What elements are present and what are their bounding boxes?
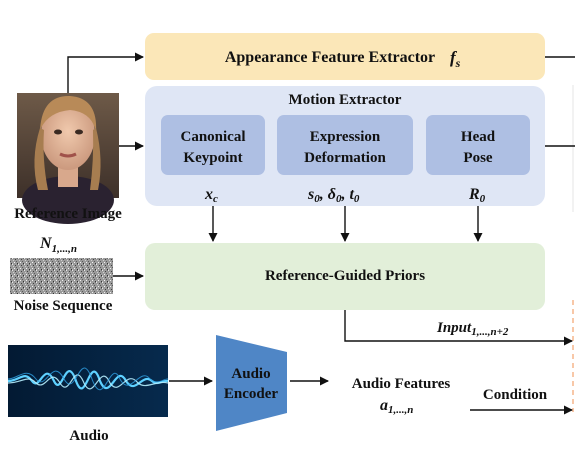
- audio-encoder-line1: Audio: [231, 366, 270, 382]
- input-label: Input1,...,n+2: [436, 320, 509, 338]
- noise-sequence-label: Noise Sequence: [14, 298, 113, 314]
- expression-deformation-line1: Expression: [310, 129, 381, 145]
- appearance-symbol: fs: [450, 48, 461, 70]
- reference-guided-priors-box: [145, 243, 545, 310]
- expression-deformation-box: [277, 115, 413, 175]
- condition-label: Condition: [483, 387, 548, 403]
- r0-symbol: R0: [468, 186, 486, 205]
- audio-label: Audio: [69, 428, 108, 444]
- audio-encoder-shape: [216, 335, 287, 431]
- s-delta-t-symbols: s0, δ0, t0: [307, 186, 360, 205]
- reference-face-image: [17, 93, 119, 224]
- appearance-extractor-box: [145, 33, 545, 80]
- audio-features-symbol: a1,...,n: [380, 397, 413, 416]
- noise-symbol: N1,...,n: [39, 235, 77, 255]
- arrow-face-to-appearance: [67, 52, 144, 93]
- head-pose-line1: Head: [461, 129, 496, 145]
- audio-features-label: Audio Features: [352, 376, 451, 392]
- arrow-priors-to-input: [344, 310, 573, 346]
- motion-extractor-title: Motion Extractor: [289, 92, 402, 108]
- appearance-extractor-title: Appearance Feature Extractor: [225, 49, 435, 66]
- xc-symbol: xc: [204, 186, 218, 205]
- audio-waveform-image: [7, 345, 169, 417]
- reference-image-label: Reference Image: [14, 206, 122, 222]
- canonical-keypoint-line1: Canonical: [180, 129, 245, 145]
- canonical-keypoint-box: [161, 115, 265, 175]
- head-pose-box: [426, 115, 530, 175]
- audio-encoder-line2: Encoder: [224, 386, 279, 402]
- noise-image: [10, 258, 113, 294]
- head-pose-line2: Pose: [463, 150, 493, 166]
- reference-guided-priors-label: Reference-Guided Priors: [265, 268, 425, 284]
- canonical-keypoint-line2: Keypoint: [183, 150, 242, 166]
- expression-deformation-line2: Deformation: [304, 150, 386, 166]
